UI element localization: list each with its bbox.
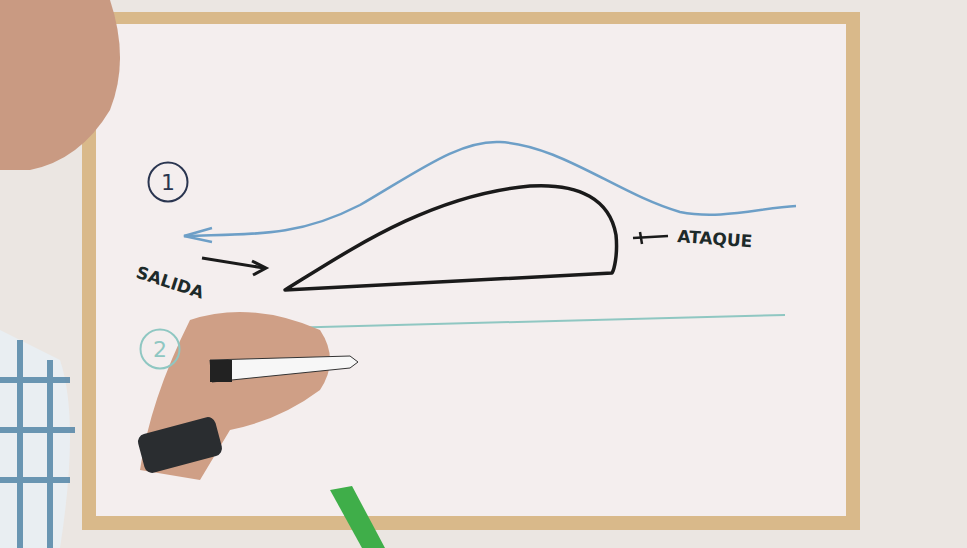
board-surface — [96, 24, 846, 516]
callout-number: 2 — [153, 337, 167, 362]
marker-cap — [210, 360, 232, 382]
callout-circle: 2 — [139, 328, 181, 370]
watch — [136, 415, 224, 474]
marker — [210, 356, 358, 382]
leader-line — [633, 236, 668, 238]
leader-tick — [640, 232, 642, 244]
callout-number: 1 — [161, 170, 175, 195]
wooden-frame — [82, 12, 860, 530]
shirt-check — [0, 340, 75, 548]
callout-circle: 1 — [147, 161, 189, 203]
shirt — [0, 330, 70, 548]
arrow-head — [252, 261, 266, 275]
airfoil-profile — [285, 186, 617, 290]
streamline-upper — [184, 142, 796, 236]
head — [0, 0, 120, 170]
streamline-arrowhead — [184, 228, 212, 242]
green-marker — [330, 486, 385, 548]
